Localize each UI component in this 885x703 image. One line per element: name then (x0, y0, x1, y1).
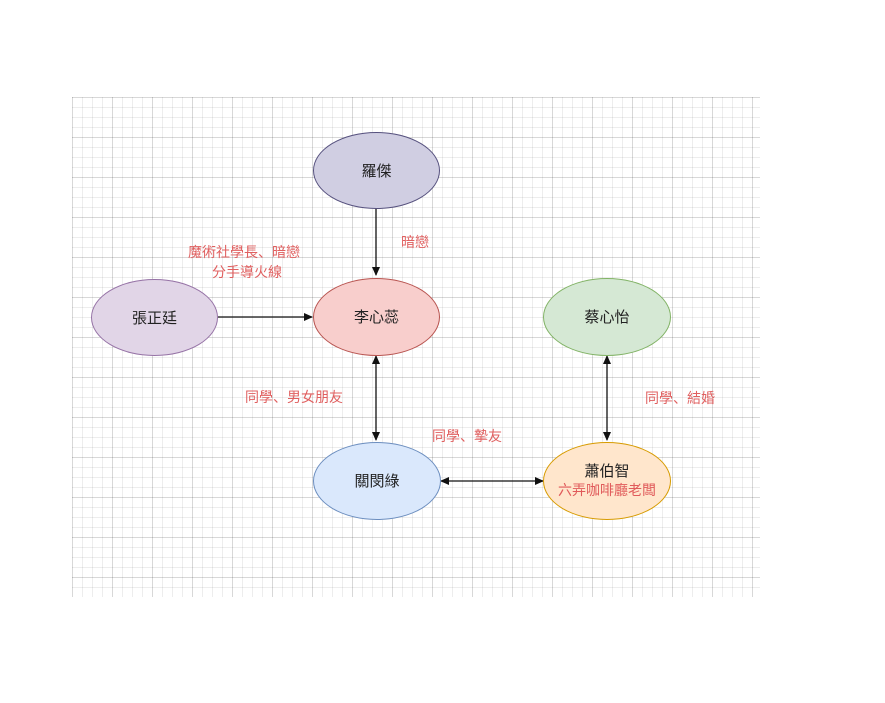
node-caixinyi[interactable]: 蔡心怡 (543, 278, 671, 356)
node-guanminlu[interactable]: 關閔綠 (313, 442, 441, 520)
edge-label-luojie-lixinrui: 暗戀 (401, 235, 429, 251)
edge-label-li-guan: 同學、男女朋友 (245, 390, 343, 406)
node-caixinyi-name: 蔡心怡 (584, 308, 630, 326)
node-zhangzhengting-name: 張正廷 (131, 308, 177, 327)
node-xiaobozhi-subtitle: 六弄咖啡廳老闆 (558, 483, 656, 499)
node-lixinrui-name: 李心蕊 (353, 308, 399, 326)
node-zhangzhengting[interactable]: 張正廷 (91, 279, 218, 356)
node-lixinrui[interactable]: 李心蕊 (313, 278, 440, 356)
node-xiaobozhi-name: 蕭伯智 (584, 462, 630, 480)
edge-label-cai-xiao: 同學、結婚 (645, 391, 715, 407)
node-xiaobozhi[interactable]: 蕭伯智 六弄咖啡廳老闆 (543, 442, 671, 520)
node-luojie-name: 羅傑 (361, 161, 392, 180)
edge-label-zhang-line2: 分手導火線 (212, 265, 282, 281)
edge-label-guan-xiao: 同學、摯友 (432, 429, 502, 445)
node-guanminlu-name: 關閔綠 (354, 472, 400, 490)
node-luojie[interactable]: 羅傑 (313, 132, 440, 209)
edge-label-zhang-line1: 魔術社學長、暗戀 (188, 245, 300, 261)
